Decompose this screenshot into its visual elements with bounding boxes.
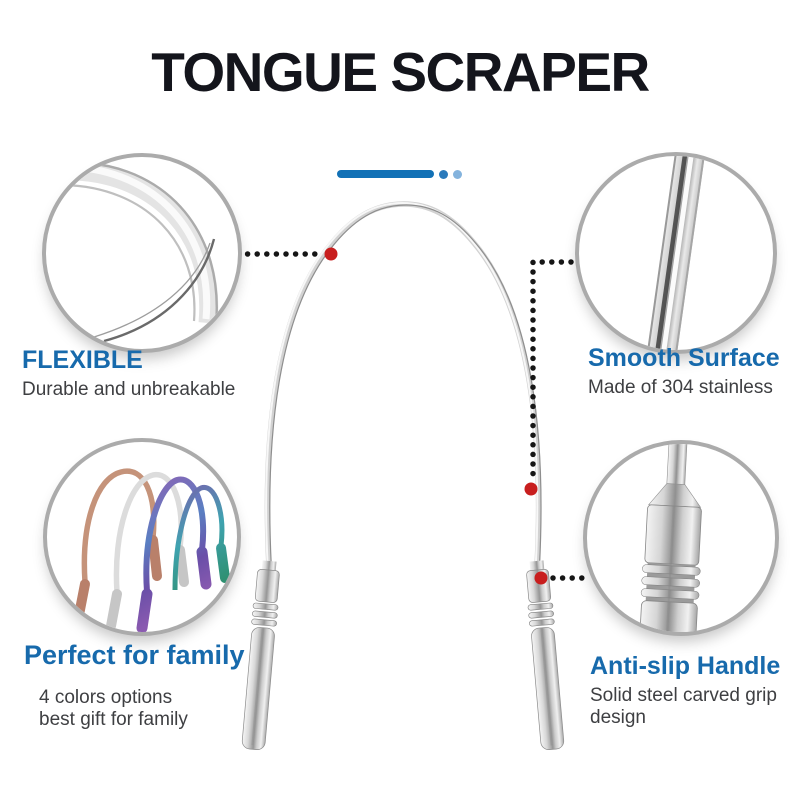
leader-line-smooth-surface [530,259,574,481]
page-title: TONGUE SCRAPER [151,41,650,103]
callout-family-sub-line1: 4 colors options [39,687,173,709]
title-divider [337,170,467,180]
color-options-image [43,438,241,636]
divider-light-dot-icon [453,170,462,179]
callout-smooth-heading: Smooth Surface [588,344,780,372]
flexible-closeup-image [42,153,242,353]
callout-anti-slip-heading: Anti-slip Handle [590,652,781,680]
scraper-right-handle [523,559,566,751]
smooth-surface-closeup-image [575,152,777,354]
callout-flexible-heading: FLEXIBLE [22,346,143,374]
scraper-band [264,201,542,569]
divider-bar [337,170,434,178]
callout-smooth-sub: Made of 304 stainless [588,376,773,398]
callout-family-sub-line2: best gift for family [39,708,188,730]
callout-anti-slip-sub-line2: design [590,706,646,728]
callout-flexible-sub: Durable and unbreakable [22,378,236,400]
handle-closeup-image [583,440,779,636]
callout-family-heading: Perfect for family [24,640,245,670]
callout-anti-slip: Anti-slip Handle Solid steel carved grip… [590,652,780,728]
scraper-left-handle [240,559,283,751]
callout-flexible: FLEXIBLE Durable and unbreakable [22,346,235,401]
divider-dot-icon [439,170,448,179]
callout-anti-slip-sub-line1: Solid steel carved grip [590,684,777,706]
red-marker-dot [534,571,548,585]
callout-family: Perfect for family 4 colors options best… [24,640,245,731]
callout-smooth-surface: Smooth Surface Made of 304 stainless [588,344,780,399]
red-marker-dot [524,482,538,496]
red-marker-dot [324,247,338,261]
